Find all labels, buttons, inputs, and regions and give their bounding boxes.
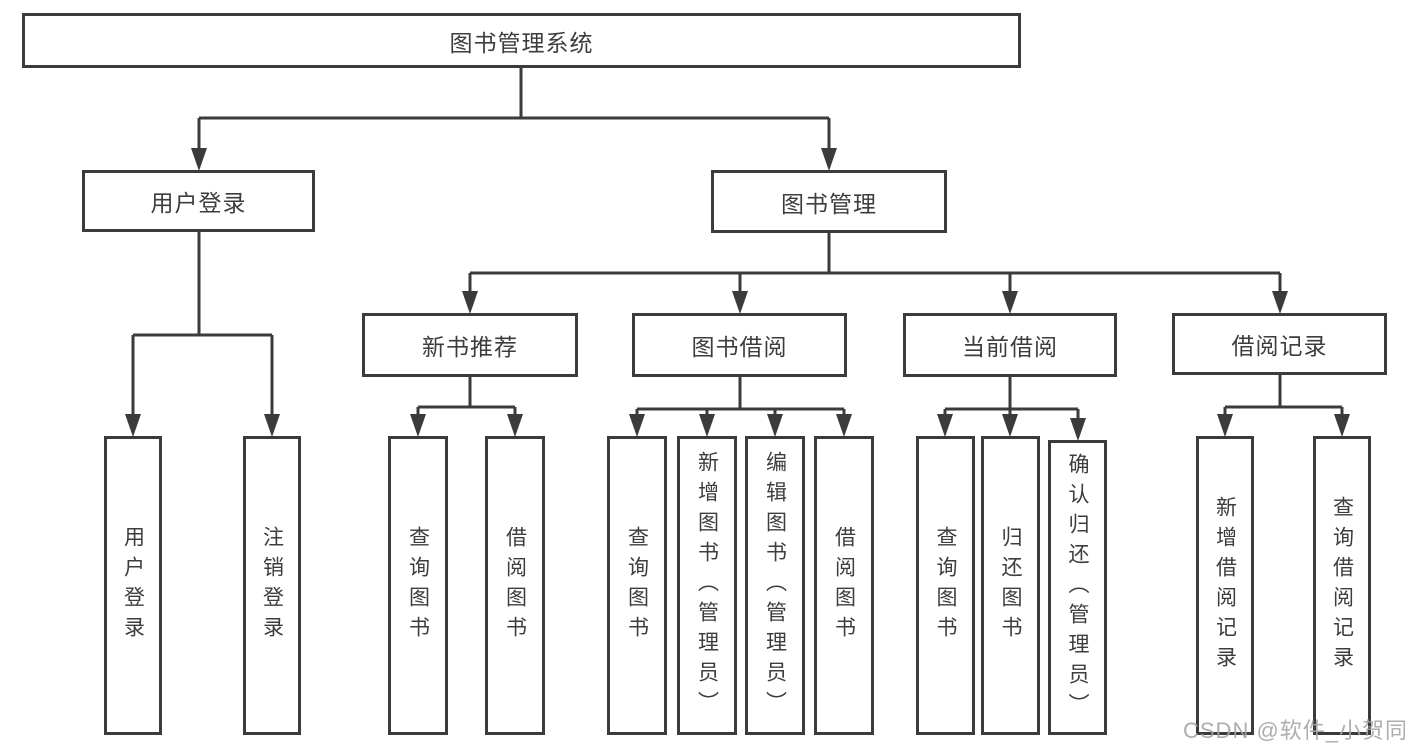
node-label: 新增借阅记录	[1213, 495, 1237, 676]
connector-root-to-level2	[191, 68, 837, 171]
connector-current-borrowing-to-children	[937, 377, 1086, 441]
connector-new-book-recommendation-to-children	[410, 377, 523, 437]
node-label: 当前借阅	[962, 334, 1058, 360]
leaf-user-login: 用户登录	[104, 436, 162, 735]
node-label: 注销登录	[260, 525, 284, 646]
node-label: 借阅图书	[832, 525, 856, 646]
arrowhead	[1002, 291, 1018, 314]
node-label: 借阅图书	[503, 525, 527, 646]
arrowhead	[1217, 414, 1233, 437]
arrowhead	[836, 414, 852, 437]
arrowhead	[264, 414, 280, 437]
arrowhead	[1334, 414, 1350, 437]
node-label: 用户登录	[121, 525, 145, 646]
arrowhead	[699, 414, 715, 437]
arrowhead	[410, 414, 426, 437]
node-label: 查询借阅记录	[1330, 495, 1354, 676]
connector-user-login-to-children	[125, 232, 280, 437]
arrowhead	[1070, 418, 1086, 441]
node-label: 新书推荐	[422, 334, 518, 360]
connector-borrowing-records-to-children	[1217, 375, 1350, 437]
arrowhead	[507, 414, 523, 437]
arrowhead	[629, 414, 645, 437]
node-new-book-recommendation: 新书推荐	[362, 313, 578, 377]
node-label: 查询图书	[406, 525, 430, 646]
arrowhead	[1272, 291, 1288, 314]
arrowhead	[125, 414, 141, 437]
leaf-query-books-recommend: 查询图书	[388, 436, 448, 735]
node-label: 借阅记录	[1231, 333, 1328, 359]
node-label: 图书借阅	[691, 334, 788, 360]
leaf-return-books: 归还图书	[981, 436, 1040, 735]
arrowhead	[1002, 414, 1018, 437]
leaf-query-borrow-record: 查询借阅记录	[1313, 436, 1371, 735]
node-library-management-system: 图书管理系统	[22, 13, 1021, 68]
node-label: 编辑图书（管理员）	[763, 450, 787, 721]
node-label: 归还图书	[999, 525, 1022, 646]
arrowhead	[462, 291, 478, 314]
watermark: CSDN @软件_小贺同学	[1183, 718, 1405, 743]
arrowhead	[191, 148, 207, 171]
leaf-edit-books-admin: 编辑图书（管理员）	[745, 436, 805, 735]
leaf-borrow-books-borrowing: 借阅图书	[814, 436, 874, 735]
node-label: 图书管理系统	[449, 29, 594, 56]
connector-book-borrowing-to-children	[629, 377, 852, 437]
leaf-logout: 注销登录	[243, 436, 301, 735]
arrowhead	[732, 291, 748, 314]
leaf-query-books-borrowing: 查询图书	[607, 436, 667, 735]
arrowhead	[767, 414, 783, 437]
node-user-login-group: 用户登录	[82, 170, 315, 232]
node-label: 新增图书（管理员）	[695, 450, 719, 721]
node-label: 用户登录	[150, 190, 247, 216]
node-label: 确认归还（管理员）	[1066, 452, 1089, 723]
node-book-management: 图书管理	[711, 170, 947, 233]
node-book-borrowing: 图书借阅	[632, 313, 847, 377]
node-label: 图书管理	[781, 190, 877, 217]
leaf-add-books-admin: 新增图书（管理员）	[677, 436, 737, 735]
leaf-query-books-current: 查询图书	[916, 436, 975, 735]
leaf-confirm-return-admin: 确认归还（管理员）	[1048, 440, 1107, 735]
node-current-borrowing: 当前借阅	[903, 313, 1117, 377]
node-label: 查询图书	[625, 525, 649, 646]
node-borrowing-records: 借阅记录	[1172, 313, 1387, 375]
leaf-borrow-books-recommend: 借阅图书	[485, 436, 545, 735]
arrowhead	[821, 148, 837, 171]
node-label: 查询图书	[934, 525, 957, 646]
leaf-add-borrow-record: 新增借阅记录	[1196, 436, 1254, 735]
arrowhead	[937, 414, 953, 437]
connector-book-management-to-level3	[462, 233, 1288, 314]
